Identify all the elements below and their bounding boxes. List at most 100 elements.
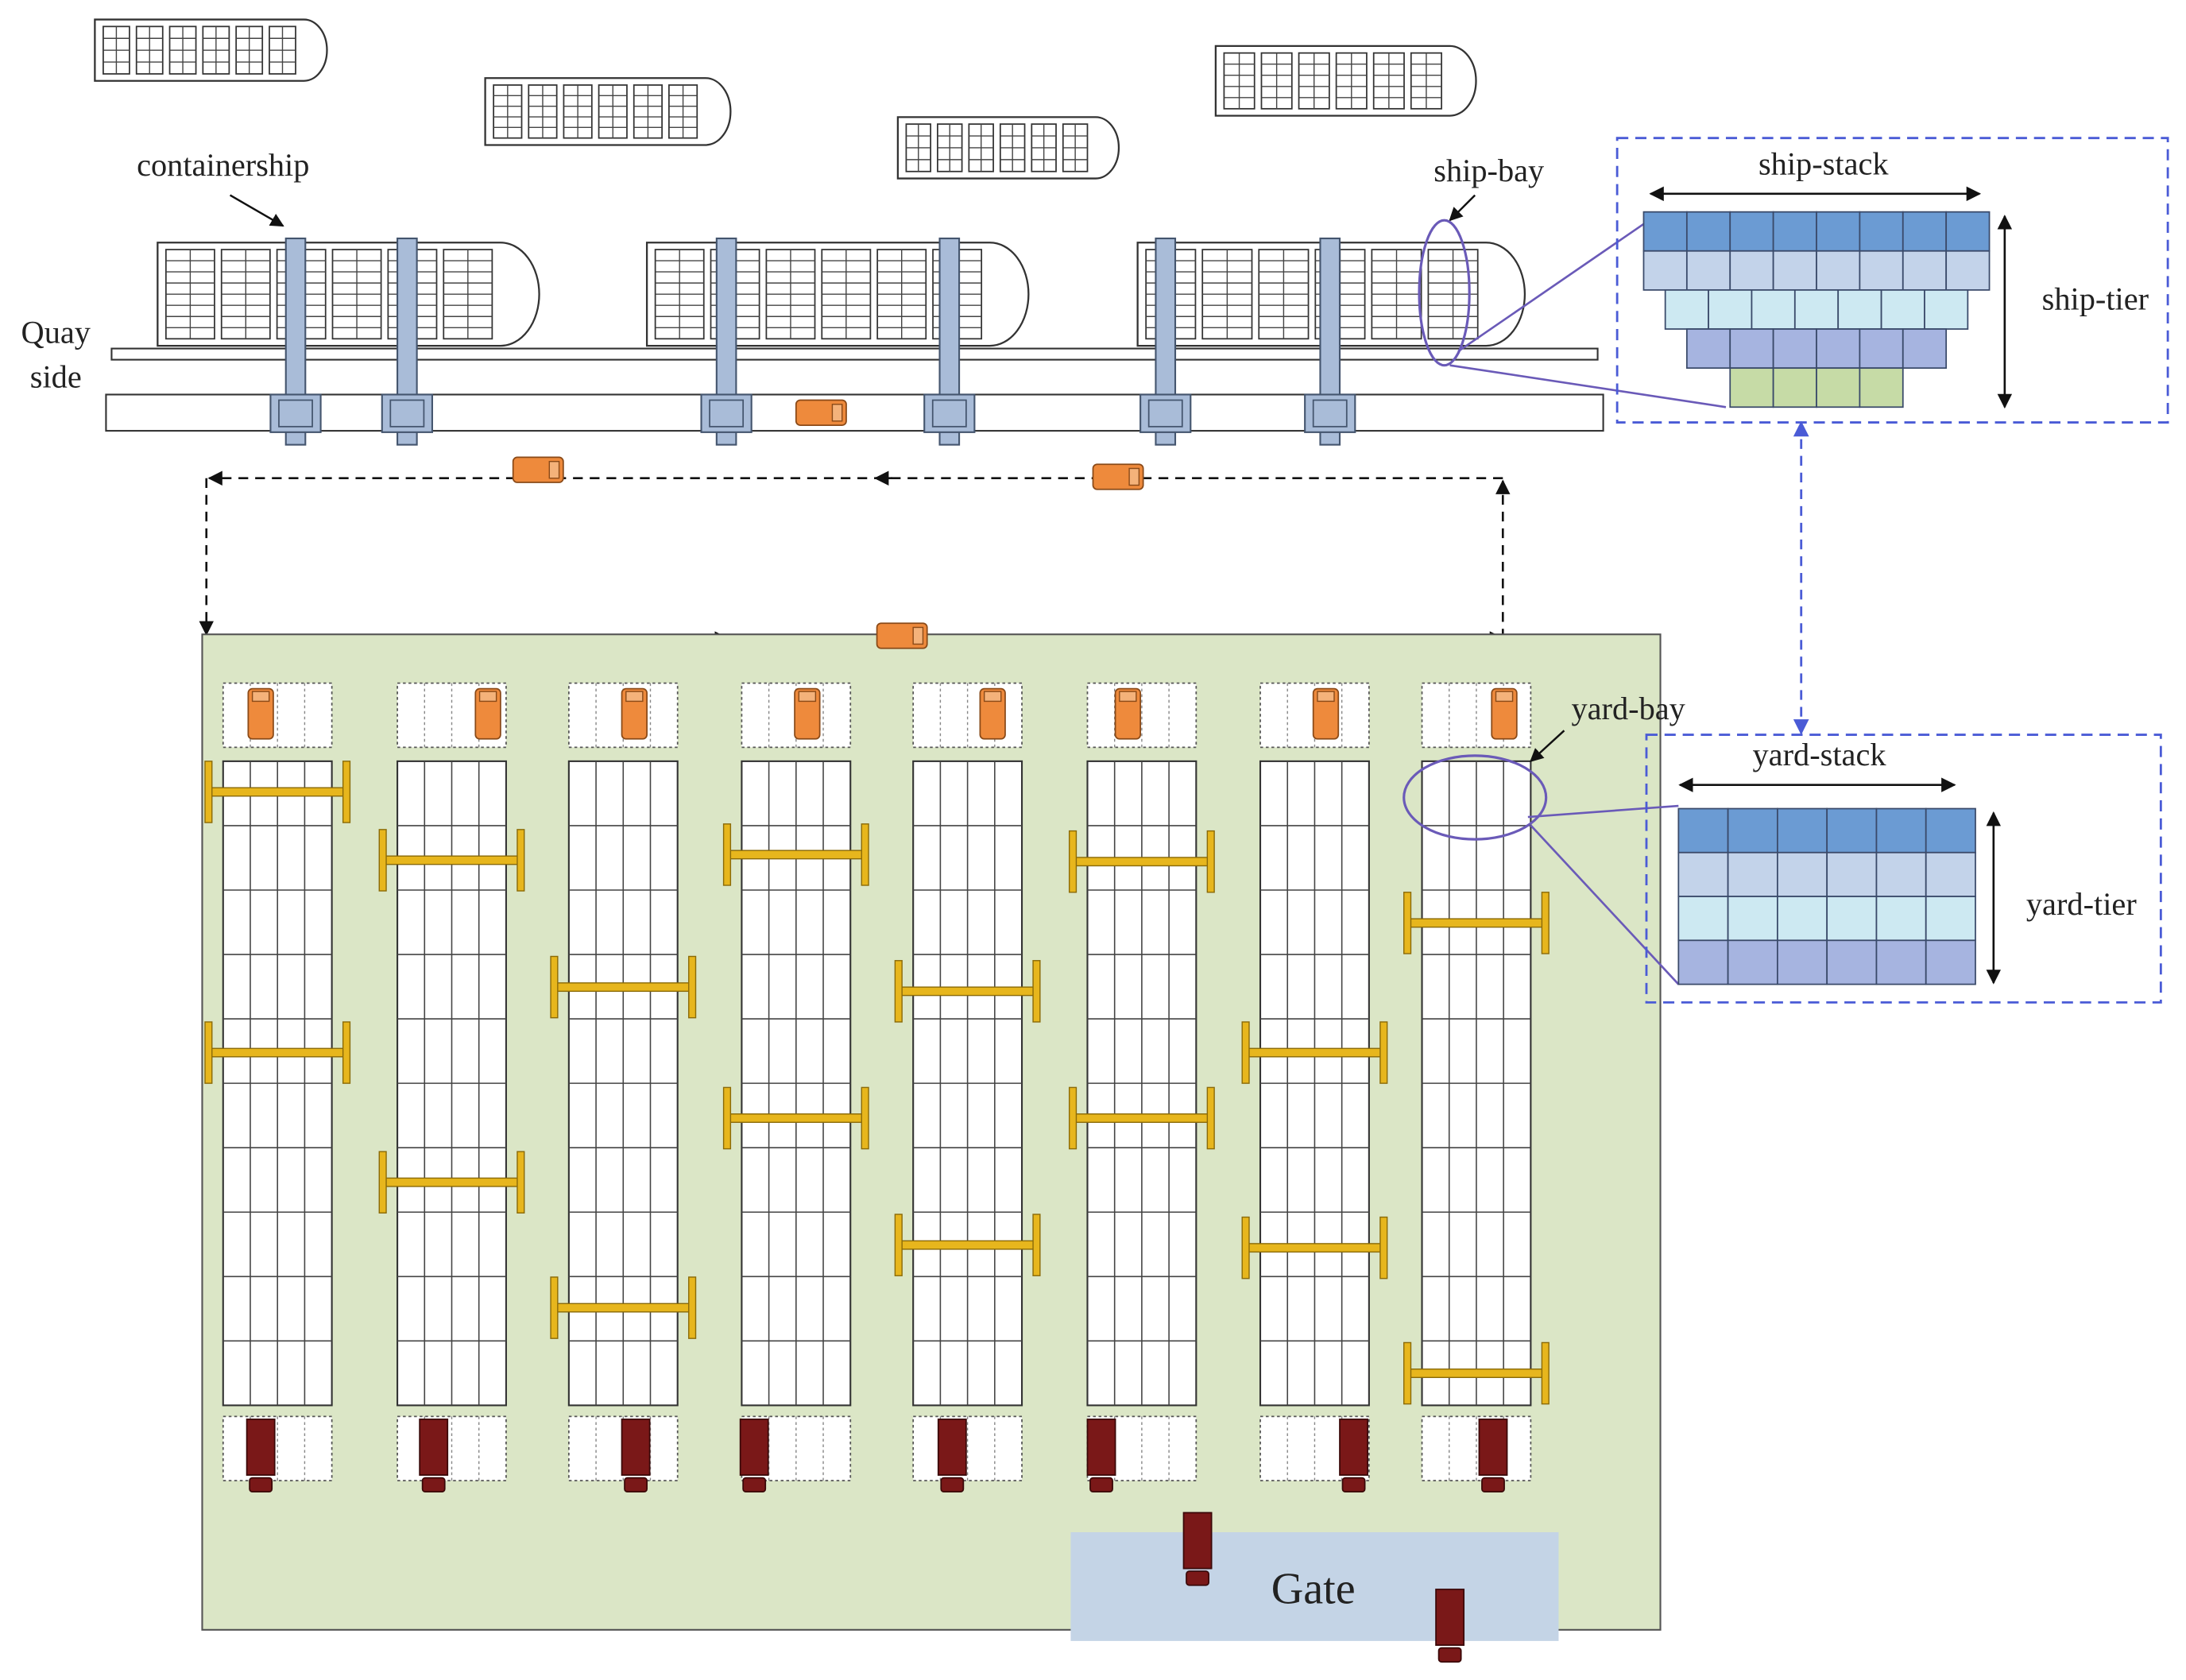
ship-bay-detail-grid bbox=[1642, 211, 1991, 408]
container-slot bbox=[1945, 211, 1991, 252]
waiting-ship bbox=[484, 77, 732, 146]
agv-vehicle bbox=[512, 456, 564, 483]
container-slot bbox=[1777, 896, 1828, 942]
container-slot bbox=[1772, 328, 1817, 370]
truck bbox=[621, 1419, 651, 1493]
gate-label: Gate bbox=[1271, 1565, 1356, 1614]
container-slot bbox=[1685, 328, 1731, 370]
container-slot bbox=[1925, 807, 1976, 854]
agv-vehicle bbox=[1092, 463, 1144, 490]
rmg-crane bbox=[722, 823, 869, 886]
agv-vehicle bbox=[794, 687, 821, 740]
truck bbox=[246, 1419, 276, 1493]
container-slot bbox=[1685, 250, 1731, 291]
rmg-crane bbox=[378, 1151, 525, 1214]
container-slot bbox=[1751, 289, 1796, 330]
container-slot bbox=[1875, 807, 1927, 854]
quay-side-label-1: Quay bbox=[21, 315, 91, 350]
agv-vehicle bbox=[474, 687, 501, 740]
container-slot bbox=[1677, 896, 1729, 942]
yard-bay-detail-box bbox=[1645, 734, 2162, 1004]
container-slot bbox=[1729, 250, 1774, 291]
ship-bay-label: ship-bay bbox=[1433, 153, 1545, 188]
container-slot bbox=[1664, 289, 1709, 330]
rmg-crane bbox=[1241, 1216, 1388, 1279]
rmg-crane bbox=[204, 761, 351, 823]
container-slot bbox=[1777, 807, 1828, 854]
rmg-crane bbox=[894, 960, 1041, 1023]
container-slot bbox=[1772, 367, 1817, 408]
agv-vehicle bbox=[621, 687, 648, 740]
yard-block bbox=[1403, 682, 1550, 1482]
container-slot bbox=[1859, 250, 1904, 291]
container-slot bbox=[1875, 851, 1927, 897]
container-slot bbox=[1859, 367, 1904, 408]
agv-vehicle bbox=[247, 687, 274, 740]
waiting-ships bbox=[94, 18, 1477, 180]
container-slot bbox=[1677, 807, 1729, 854]
container-slot bbox=[1677, 851, 1729, 897]
yard-bay-zoom-line-bottom bbox=[1530, 824, 1680, 985]
agv-vehicle bbox=[1312, 687, 1340, 740]
agv-loop bbox=[199, 470, 1511, 646]
truck bbox=[1478, 1419, 1508, 1493]
yard-bay-arrow bbox=[1530, 730, 1565, 763]
containership-arrow bbox=[229, 194, 284, 227]
agv-parking bbox=[222, 682, 333, 749]
yard-block bbox=[722, 682, 869, 1482]
truck bbox=[1339, 1419, 1368, 1493]
rmg-crane bbox=[550, 955, 697, 1019]
yard-block bbox=[1068, 682, 1215, 1482]
container-slot bbox=[1772, 211, 1817, 252]
rmg-crane bbox=[204, 1021, 351, 1084]
ship-tier-label: ship-tier bbox=[2042, 281, 2149, 316]
container-slot bbox=[1902, 328, 1948, 370]
truck bbox=[1182, 1512, 1213, 1586]
quay bbox=[105, 347, 1604, 432]
truck bbox=[419, 1419, 449, 1493]
quay-crane bbox=[1304, 237, 1356, 446]
agv-vehicle bbox=[876, 622, 928, 649]
container-slot bbox=[1777, 939, 1828, 985]
rmg-crane bbox=[894, 1214, 1041, 1276]
rmg-crane bbox=[378, 829, 525, 892]
truck-parking bbox=[912, 1415, 1023, 1482]
yard-stack-label: yard-stack bbox=[1753, 737, 1887, 772]
ship-stack-label: ship-stack bbox=[1758, 145, 1889, 181]
yard-bay-detail-grid bbox=[1677, 807, 1976, 985]
container-slot bbox=[1772, 250, 1817, 291]
container-slot bbox=[1729, 211, 1774, 252]
container-slot bbox=[1875, 939, 1927, 985]
container-slot bbox=[1902, 250, 1948, 291]
rmg-crane bbox=[1068, 1086, 1215, 1150]
quay-crane bbox=[269, 237, 322, 446]
container-slot bbox=[1826, 851, 1878, 897]
yard-block bbox=[550, 682, 697, 1482]
berth-ship bbox=[645, 242, 1030, 347]
truck bbox=[937, 1419, 967, 1493]
quay-side-label-2: side bbox=[30, 359, 82, 395]
container-slot bbox=[1880, 289, 1925, 330]
rmg-crane bbox=[550, 1276, 697, 1339]
container-slot bbox=[1642, 211, 1688, 252]
agv-vehicle bbox=[979, 687, 1006, 740]
waiting-ship bbox=[1214, 45, 1477, 117]
container-slot bbox=[1826, 807, 1878, 854]
quay-crane bbox=[381, 237, 433, 446]
truck bbox=[1435, 1589, 1465, 1663]
gate-area bbox=[1070, 1532, 1559, 1641]
container-slot bbox=[1925, 939, 1976, 985]
container-slot bbox=[1816, 367, 1861, 408]
rmg-crane bbox=[1241, 1021, 1388, 1084]
ship-bay-zoom-line-bottom bbox=[1449, 364, 1727, 408]
agv-vehicle bbox=[1491, 687, 1518, 740]
container-slot bbox=[1826, 939, 1878, 985]
yard-block bbox=[894, 682, 1041, 1482]
container-slot bbox=[1729, 328, 1774, 370]
yard-bay-highlight bbox=[1403, 754, 1548, 841]
ship-bay-arrow bbox=[1449, 194, 1476, 222]
ship-bay-detail-box bbox=[1615, 137, 2169, 424]
quay-crane bbox=[1139, 237, 1192, 446]
vehicles bbox=[246, 399, 1518, 1663]
